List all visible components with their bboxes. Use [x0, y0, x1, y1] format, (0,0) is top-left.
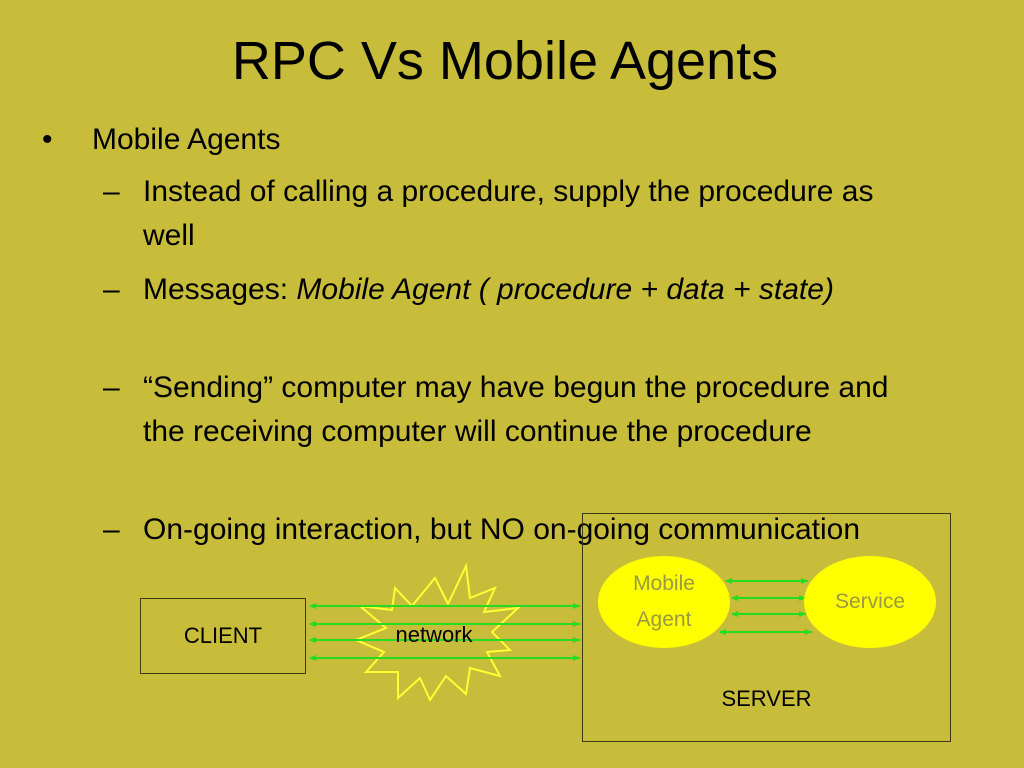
bullet-icon: •: [42, 123, 53, 156]
sub-bullet-text: On-going interaction, but NO on-going co…: [143, 513, 861, 546]
server-box: [582, 513, 951, 742]
agent-label-line1: Mobile: [633, 572, 695, 595]
dash-icon: –: [103, 175, 120, 208]
mobile-agent-ellipse: Mobile Agent: [598, 556, 730, 648]
sub-bullet-italic: Mobile Agent ( procedure + data + state): [296, 273, 834, 306]
sub-bullet-prefix: Messages:: [143, 273, 297, 306]
network-label: network: [395, 622, 473, 647]
client-label: CLIENT: [183, 623, 263, 648]
agent-label-line2: Agent: [636, 608, 692, 631]
sub-bullet-text: Instead of calling a procedure, supply t…: [143, 175, 874, 252]
service-label: Service: [834, 590, 906, 613]
server-label: SERVER: [721, 686, 812, 711]
sub-bullet-text: Messages: Mobile Agent ( procedure + dat…: [143, 268, 903, 312]
bullet-text: Mobile Agents: [92, 123, 281, 156]
sub-bullet-text: “Sending” computer may have begun the pr…: [143, 371, 889, 448]
dash-icon: –: [103, 273, 120, 306]
dash-icon: –: [103, 371, 120, 404]
dash-icon: –: [103, 513, 120, 546]
slide-title: RPC Vs Mobile Agents: [231, 31, 779, 91]
client-box: CLIENT: [140, 598, 306, 674]
service-ellipse: Service: [804, 556, 936, 648]
